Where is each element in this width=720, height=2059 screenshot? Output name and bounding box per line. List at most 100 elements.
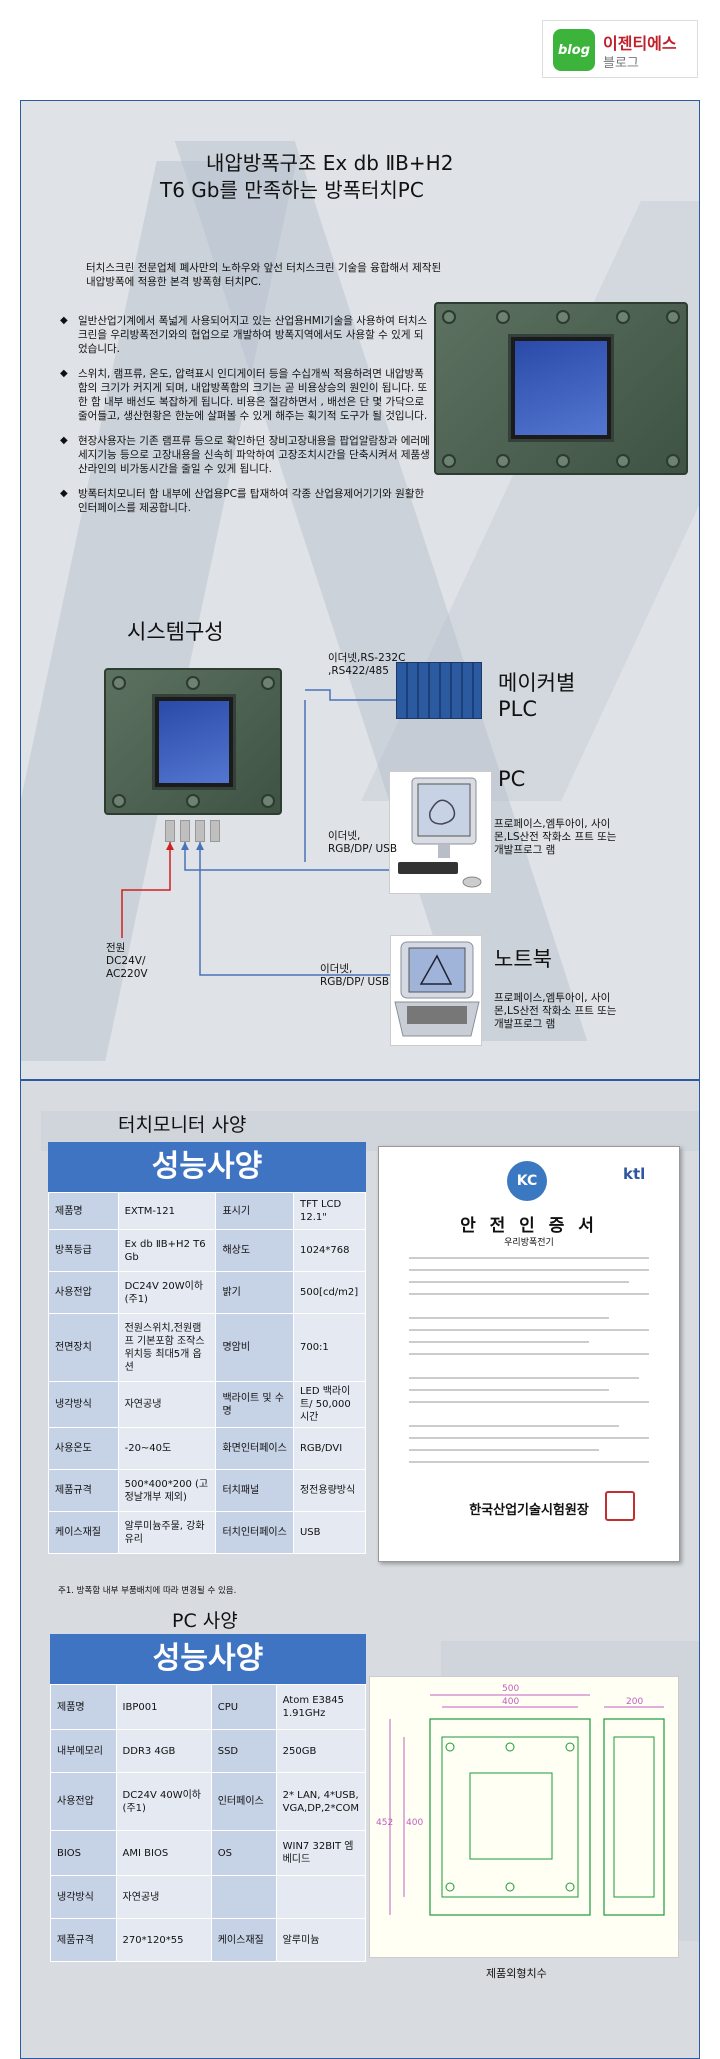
spec-cell: 500[cd/m2] (292, 1271, 367, 1314)
seal-stamp-icon (605, 1491, 635, 1521)
blog-name: 이젠티에스 (603, 34, 677, 53)
spec-cell: 2* LAN, 4*USB, VGA,DP,2*COM (275, 1772, 367, 1831)
certificate-title: 안 전 인 증 서 (460, 1216, 598, 1236)
bullet-item: 방폭터치모니터 함 내부에 산업용PC를 탑재하여 각종 산업용제어기기와 원활… (60, 487, 430, 515)
spec-cell: 케이스재질 (48, 1511, 119, 1554)
spec-cell: 터치인터페이스 (215, 1511, 294, 1554)
power-label: 전원 DC24V/ AC220V (106, 942, 148, 980)
pc-image (389, 771, 492, 894)
notebook-icon (394, 941, 480, 1037)
pc-description: 프로페이스,엠투아이, 사이몬,LS산전 작화소 프트 또는 개발프로그 램 (494, 818, 617, 856)
spec-cell (210, 1875, 277, 1919)
spec-cell: 제품명 (50, 1684, 117, 1730)
spec-cell: 냉각방식 (50, 1875, 117, 1919)
product-intro-panel (20, 100, 700, 1080)
spec-cell: DC24V 40W이하(주1) (115, 1772, 212, 1831)
spec-cell: RGB/DVI (292, 1427, 367, 1470)
spec-cell: 제품규격 (50, 1918, 117, 1962)
spec-cell: Ex db ⅡB+H2 T6 Gb (117, 1229, 217, 1272)
intro-text: 터치스크린 전문업체 폐사만의 노하우와 앞선 터치스크린 기술을 융합해서 제… (86, 262, 442, 288)
spec-cell: 자연공냉 (115, 1875, 212, 1919)
dim-width-inner: 400 (502, 1697, 519, 1707)
ktl-logo: ktl (623, 1165, 646, 1183)
bullet-item: 스위치, 램프류, 온도, 압력표시 인디게이터 등을 수십개씩 적용하려면 내… (60, 367, 430, 423)
spec-cell: LED 백라이트/ 50,000시간 (292, 1381, 367, 1428)
dim-width-outer: 500 (502, 1684, 519, 1694)
product-photo (434, 302, 688, 475)
kc-logo-icon: KC (507, 1161, 547, 1201)
blog-badge[interactable]: blog 이젠티에스 블로그 (542, 20, 698, 78)
spec-cell: 270*120*55 (115, 1918, 212, 1962)
certificate-sub: 우리방폭전기 (504, 1238, 554, 1248)
spec-cell: 1024*768 (292, 1229, 367, 1272)
connector-port (210, 820, 220, 842)
spec-cell: DDR3 4GB (115, 1729, 212, 1773)
plc-label: 메이커별 PLC (498, 671, 576, 721)
notebook-image (390, 935, 482, 1046)
spec-cell: 자연공냉 (117, 1381, 217, 1428)
spec-cell: 냉각방식 (48, 1381, 119, 1428)
spec-cell: 해상도 (215, 1229, 294, 1272)
spec-cell: 터치패널 (215, 1469, 294, 1512)
desktop-pc-icon (398, 777, 482, 888)
notebook-connection-label: 이더넷, RGB/DP/ USB (320, 963, 390, 988)
plc-connection-label: 이더넷,RS-232C ,RS422/485 (328, 652, 406, 677)
plc-icon (396, 662, 482, 719)
spec-cell: SSD (210, 1729, 277, 1773)
spec-cell: 화면인터페이스 (215, 1427, 294, 1470)
spec-cell: 알루미늄 (275, 1918, 367, 1962)
spec-cell: USB (292, 1511, 367, 1554)
spec-cell: 250GB (275, 1729, 367, 1773)
touch-spec-title: 터치모니터 사양 (118, 1114, 247, 1136)
spec-cell: 정전용량방식 (292, 1469, 367, 1512)
connector-port (195, 820, 205, 842)
notebook-label: 노트북 (494, 947, 552, 971)
spec-cell: 700:1 (292, 1313, 367, 1382)
spec-cell: EXTM-121 (117, 1192, 217, 1230)
spec-cell: OS (210, 1830, 277, 1876)
spec-cell: 밝기 (215, 1271, 294, 1314)
spec-cell: IBP001 (115, 1684, 212, 1730)
blog-sub: 블로그 (603, 56, 639, 71)
spec-cell: CPU (210, 1684, 277, 1730)
spec-cell: 방폭등급 (48, 1229, 119, 1272)
drawing-caption: 제품외형치수 (486, 1967, 547, 1980)
feature-bullets: 일반산업기계에서 폭넓게 사용되어지고 있는 산업용HMI기술을 사용하여 터치… (60, 314, 430, 526)
spec-cell: 전면장치 (48, 1313, 119, 1382)
system-title: 시스템구성 (127, 620, 224, 644)
connector-port (165, 820, 175, 842)
spec-cell: 전원스위치,전원램프 기본포함 조작스위치등 최대5개 옵션 (117, 1313, 217, 1382)
pc-spec-header: 성능사양 (50, 1634, 366, 1684)
spec-cell: 표시기 (215, 1192, 294, 1230)
spec-cell: WIN7 32BIT 엠베디드 (275, 1830, 367, 1876)
pc-connection-label: 이더넷, RGB/DP/ USB (328, 830, 398, 855)
spec-cell: 백라이트 및 수명 (215, 1381, 294, 1428)
spec-cell: 케이스재질 (210, 1918, 277, 1962)
dim-height-inner: 400 (406, 1818, 423, 1828)
pc-spec-title: PC 사양 (172, 1610, 238, 1632)
spec-cell: 사용전압 (50, 1772, 117, 1831)
spec-cell: DC24V 20W이하(주1) (117, 1271, 217, 1314)
spec-cell: TFT LCD 12.1" (292, 1192, 367, 1230)
spec-cell: BIOS (50, 1830, 117, 1876)
spec-cell: Atom E3845 1.91GHz (275, 1684, 367, 1730)
bullet-item: 일반산업기계에서 폭넓게 사용되어지고 있는 산업용HMI기술을 사용하여 터치… (60, 314, 430, 356)
spec-cell (275, 1875, 367, 1919)
spec-cell: 인터페이스 (210, 1772, 277, 1831)
certificate-org: 한국산업기술시험원장 (469, 1503, 589, 1518)
spec-cell: 알루미늄주물, 강화유리 (117, 1511, 217, 1554)
